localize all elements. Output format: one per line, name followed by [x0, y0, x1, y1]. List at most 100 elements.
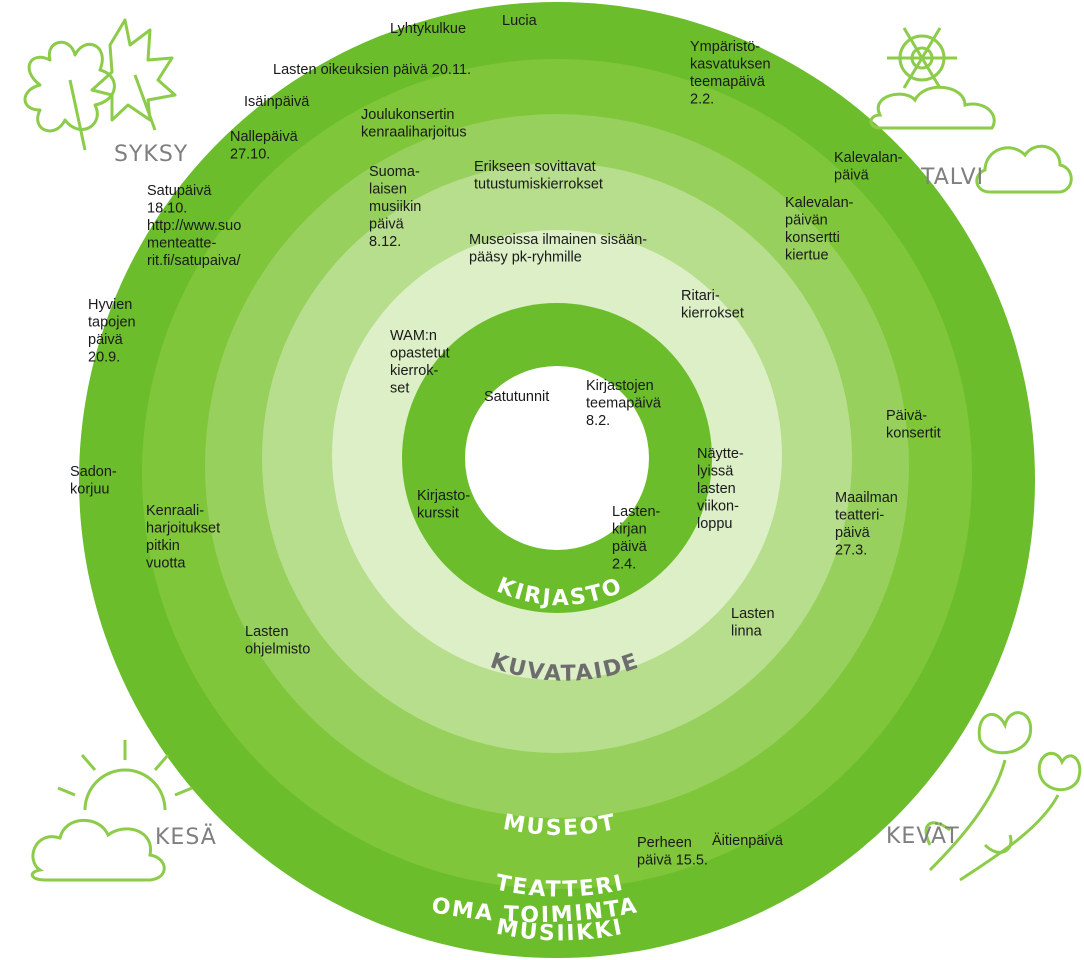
event-label-line: Kenraali-	[146, 503, 204, 519]
event-label-line: Kalevalan-	[785, 195, 854, 211]
event-label-line: pääsy pk-ryhmille	[469, 250, 582, 266]
autumn-leaves-icon	[23, 18, 177, 151]
event-label-line: Lucia	[502, 13, 538, 29]
event-label-line: korjuu	[70, 482, 110, 498]
sun-cloud-icon	[30, 740, 193, 882]
event-label-line: Äitienpäivä	[712, 832, 784, 849]
event-label-line: 27.10.	[230, 147, 270, 163]
event-label: Kalevalan-päivä	[834, 150, 903, 184]
event-label-line: Kirjasto-	[417, 488, 470, 504]
event-label-line: päivä	[835, 525, 871, 541]
event-label-line: 27.3.	[835, 543, 867, 559]
event-label-line: pitkin	[146, 538, 180, 554]
season-label-kesa: KESÄ	[155, 824, 217, 850]
event-label-line: kierrokset	[681, 306, 744, 322]
event-label-line: menteatte-	[147, 236, 216, 252]
event-label: Museoissa ilmainen sisään-pääsy pk-ryhmi…	[469, 232, 647, 266]
event-label-line: vuotta	[146, 556, 186, 572]
event-label-line: Joulukonsertin	[361, 107, 455, 123]
event-label-line: laisen	[369, 182, 407, 198]
event-label-line: Päivä-	[886, 408, 927, 424]
event-label-line: päivän	[785, 213, 828, 229]
event-label-line: Nallepäivä	[230, 129, 299, 145]
event-label-line: 8.12.	[369, 234, 401, 250]
event-label-line: musiikin	[369, 199, 421, 215]
event-label-line: Lyhtykulkue	[390, 21, 466, 37]
event-label-line: 2.4.	[612, 557, 636, 573]
event-label-line: kiertue	[785, 248, 829, 264]
event-label-line: Kirjastojen	[586, 378, 654, 394]
event-label-line: set	[390, 381, 409, 397]
event-label-line: kenraaliharjoitus	[361, 125, 467, 141]
snowflake-cloud-icon	[869, 27, 1073, 194]
event-label-line: tutustumiskierrokset	[474, 177, 603, 193]
event-label: Satutunnit	[484, 389, 549, 405]
event-label-line: päivä	[612, 539, 648, 555]
event-label: Lucia	[502, 13, 538, 29]
event-label-line: Perheen	[637, 835, 692, 851]
event-label-line: teemapäivä	[586, 396, 662, 412]
event-label-line: Ritari-	[681, 288, 720, 304]
event-label-line: Suoma-	[369, 164, 420, 180]
event-label-line: Sadon-	[70, 464, 117, 480]
event-label: Lasten oikeuksien päivä 20.11.	[273, 62, 471, 78]
event-label-line: Museoissa ilmainen sisään-	[469, 232, 647, 248]
event-label-line: rit.fi/satupaiva/	[147, 253, 241, 269]
event-label: Satupäivä18.10.http://www.suomenteatte-r…	[147, 183, 241, 269]
event-label-line: 8.2.	[586, 413, 610, 429]
event-label-line: opastetut	[390, 346, 450, 362]
event-label-line: päivä	[834, 168, 870, 184]
event-label-line: päivä	[88, 332, 124, 348]
event-label-line: Lasten-	[612, 504, 661, 520]
event-label: Äitienpäivä	[712, 832, 784, 849]
event-label-line: loppu	[697, 516, 732, 532]
event-label-line: Lasten oikeuksien päivä 20.11.	[273, 62, 471, 78]
event-label-line: teemapäivä	[690, 74, 766, 90]
event-label-line: Hyvien	[88, 297, 132, 313]
event-label-line: konsertit	[886, 426, 941, 442]
event-label-line: teatteri-	[835, 508, 884, 524]
event-label-line: konsertti	[785, 230, 840, 246]
center-hole	[465, 366, 649, 550]
event-label-line: Satupäivä	[147, 183, 212, 199]
event-label-line: Isäinpäivä	[244, 94, 310, 110]
tulip-flowers-icon	[924, 711, 1082, 882]
event-label-line: päivä	[369, 217, 405, 233]
event-label-line: kirjan	[612, 522, 647, 538]
event-label-line: Satutunnit	[484, 389, 549, 405]
event-label: Nallepäivä 27.10.	[230, 129, 299, 163]
event-label-line: viikon-	[697, 499, 739, 515]
event-label-line: ohjelmisto	[245, 642, 310, 658]
event-label: Perheen päivä 15.5.	[637, 835, 708, 869]
event-label-line: linna	[731, 624, 763, 640]
event-label-line: päivä 15.5.	[637, 853, 708, 869]
event-label: Joulukonsertin kenraaliharjoitus	[361, 107, 467, 141]
event-label-line: WAM:n	[390, 328, 437, 344]
event-label-line: tapojen	[88, 315, 136, 331]
event-label-line: kasvatuksen	[690, 57, 771, 73]
event-label-line: 2.2.	[690, 92, 714, 108]
event-label-line: lasten	[697, 481, 736, 497]
event-label-line: Ympäristö-	[690, 39, 760, 55]
event-label-line: kurssit	[417, 506, 459, 522]
event-label: Lyhtykulkue	[390, 21, 466, 37]
event-label-line: http://www.suo	[147, 218, 241, 234]
event-label: Kirjasto-kurssit	[417, 488, 470, 522]
event-label: Isäinpäivä	[244, 94, 310, 110]
event-label: Sadon-korjuu	[70, 464, 117, 498]
